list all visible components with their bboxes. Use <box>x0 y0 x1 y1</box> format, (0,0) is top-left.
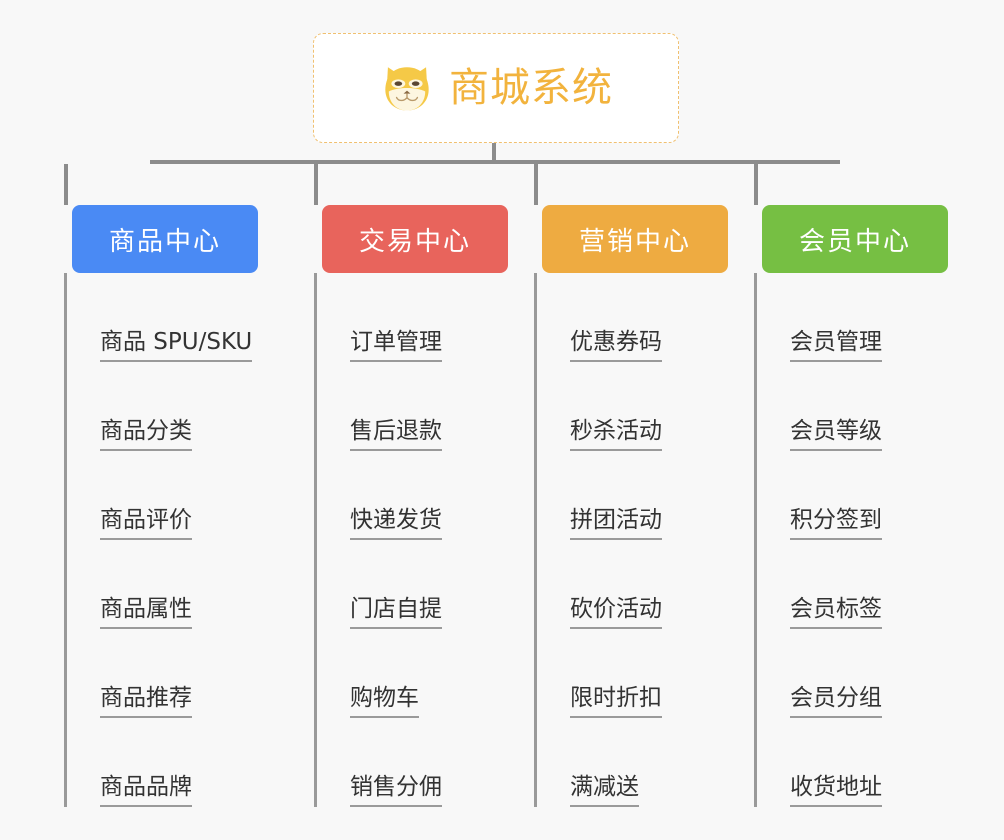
branch-header-label: 营销中心 <box>578 226 691 257</box>
list-item[interactable]: 商品评价 <box>67 451 294 540</box>
connector-drop-3 <box>754 164 758 205</box>
leaf-label: 订单管理 <box>350 329 442 362</box>
leaf-label: 积分签到 <box>790 507 882 540</box>
leaf-label: 商品品牌 <box>100 774 192 807</box>
leaf-label: 商品 SPU/SKU <box>100 329 253 362</box>
connector-drop-2 <box>534 164 538 205</box>
list-item[interactable]: 会员标签 <box>757 540 984 629</box>
list-item[interactable]: 快递发货 <box>317 451 544 540</box>
leaf-label: 商品推荐 <box>100 685 192 718</box>
list-item[interactable]: 限时折扣 <box>537 629 764 718</box>
leaf-label: 优惠券码 <box>570 329 662 362</box>
list-item[interactable]: 商品品牌 <box>67 718 294 807</box>
branch-items-marketing: 优惠券码 秒杀活动 拼团活动 砍价活动 限时折扣 满减送 <box>534 273 764 807</box>
list-item[interactable]: 会员等级 <box>757 362 984 451</box>
leaf-label: 商品分类 <box>100 418 192 451</box>
connector-drop-1 <box>314 164 318 205</box>
list-item[interactable]: 积分签到 <box>757 451 984 540</box>
list-item[interactable]: 商品 SPU/SKU <box>67 273 294 362</box>
list-item[interactable]: 售后退款 <box>317 362 544 451</box>
branch-header-trade[interactable]: 交易中心 <box>322 205 508 273</box>
list-item[interactable]: 销售分佣 <box>317 718 544 807</box>
leaf-label: 砍价活动 <box>570 596 662 629</box>
leaf-label: 商品评价 <box>100 507 192 540</box>
branch-header-label: 会员中心 <box>798 226 911 257</box>
list-item[interactable]: 会员管理 <box>757 273 984 362</box>
leaf-label: 会员分组 <box>790 685 882 718</box>
leaf-label: 购物车 <box>350 685 419 718</box>
branch-items-member: 会员管理 会员等级 积分签到 会员标签 会员分组 收货地址 <box>754 273 984 807</box>
list-item[interactable]: 收货地址 <box>757 718 984 807</box>
list-item[interactable]: 门店自提 <box>317 540 544 629</box>
leaf-label: 会员标签 <box>790 596 882 629</box>
leaf-label: 售后退款 <box>350 418 442 451</box>
branch-items-product: 商品 SPU/SKU 商品分类 商品评价 商品属性 商品推荐 商品品牌 <box>64 273 294 807</box>
list-item[interactable]: 商品属性 <box>67 540 294 629</box>
leaf-label: 秒杀活动 <box>570 418 662 451</box>
list-item[interactable]: 满减送 <box>537 718 764 807</box>
list-item[interactable]: 优惠券码 <box>537 273 764 362</box>
leaf-label: 满减送 <box>570 774 639 807</box>
connector-drop-0 <box>64 164 68 205</box>
leaf-label: 会员管理 <box>790 329 882 362</box>
list-item[interactable]: 商品分类 <box>67 362 294 451</box>
leaf-label: 会员等级 <box>790 418 882 451</box>
leaf-label: 限时折扣 <box>570 685 662 718</box>
branch-items-trade: 订单管理 售后退款 快递发货 门店自提 购物车 销售分佣 <box>314 273 544 807</box>
branch-header-product[interactable]: 商品中心 <box>72 205 258 273</box>
branch-header-member[interactable]: 会员中心 <box>762 205 948 273</box>
leaf-label: 拼团活动 <box>570 507 662 540</box>
branch-header-label: 商品中心 <box>108 226 221 257</box>
leaf-label: 快递发货 <box>350 507 442 540</box>
branch-header-marketing[interactable]: 营销中心 <box>542 205 728 273</box>
leaf-label: 门店自提 <box>350 596 442 629</box>
list-item[interactable]: 订单管理 <box>317 273 544 362</box>
list-item[interactable]: 购物车 <box>317 629 544 718</box>
list-item[interactable]: 秒杀活动 <box>537 362 764 451</box>
list-item[interactable]: 商品推荐 <box>67 629 294 718</box>
list-item[interactable]: 砍价活动 <box>537 540 764 629</box>
leaf-label: 销售分佣 <box>350 774 442 807</box>
leaf-label: 收货地址 <box>790 774 882 807</box>
list-item[interactable]: 拼团活动 <box>537 451 764 540</box>
connector-trunk-vertical <box>492 143 496 164</box>
root-node-title: 商城系统 <box>449 65 613 111</box>
connector-bus-horizontal <box>150 160 840 164</box>
leaf-label: 商品属性 <box>100 596 192 629</box>
root-node-shop-system[interactable]: 商城系统 <box>313 33 679 143</box>
branch-header-label: 交易中心 <box>358 226 471 257</box>
list-item[interactable]: 会员分组 <box>757 629 984 718</box>
shiba-dog-face-icon <box>385 67 429 111</box>
